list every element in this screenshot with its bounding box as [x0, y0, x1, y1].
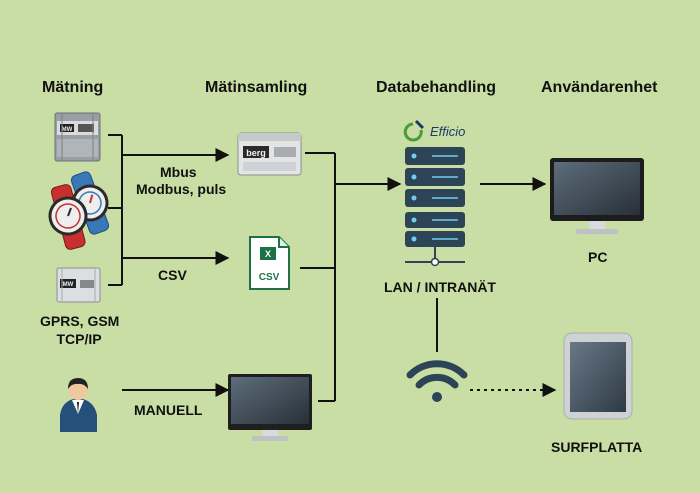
label-lan: LAN / INTRANÄT	[384, 279, 496, 295]
label-surfplatta: SURFPLATTA	[551, 439, 643, 455]
svg-text:MW: MW	[63, 282, 74, 288]
svg-text:MW: MW	[62, 127, 73, 133]
label-tcpip: TCP/IP	[56, 331, 102, 347]
header-matinsamling: Mätinsamling	[205, 79, 308, 96]
energy-meter-icon: MW	[54, 112, 101, 162]
data-collector-icon: berg	[237, 132, 302, 176]
pc-monitor-icon	[550, 158, 644, 234]
label-modbus: Modbus, puls	[136, 181, 227, 197]
header-databehandling: Databehandling	[376, 79, 497, 96]
efficio-logo-text: Efficio	[430, 124, 466, 139]
csv-file-icon: X CSV	[249, 236, 290, 290]
label-pc: PC	[588, 249, 608, 265]
header-matning: Mätning	[42, 79, 104, 96]
berg-logo: berg	[246, 148, 266, 158]
server-icon	[405, 147, 465, 267]
gprs-meter-icon: MW	[56, 267, 101, 303]
label-mbus: Mbus	[160, 164, 197, 180]
label-csv: CSV	[158, 267, 187, 283]
connector-lines	[108, 134, 557, 402]
manual-monitor-icon	[228, 374, 312, 441]
svg-text:X: X	[265, 249, 271, 259]
tablet-icon	[563, 332, 633, 420]
svg-text:CSV: CSV	[259, 272, 280, 283]
water-meter-icon	[48, 171, 110, 250]
label-manuell: MANUELL	[134, 402, 203, 418]
efficio-logo-icon	[403, 119, 425, 142]
wifi-icon	[406, 360, 468, 402]
label-gprs: GPRS, GSM	[40, 313, 120, 329]
header-anvandarenhet: Användarenhet	[541, 79, 658, 96]
person-icon	[60, 378, 97, 432]
